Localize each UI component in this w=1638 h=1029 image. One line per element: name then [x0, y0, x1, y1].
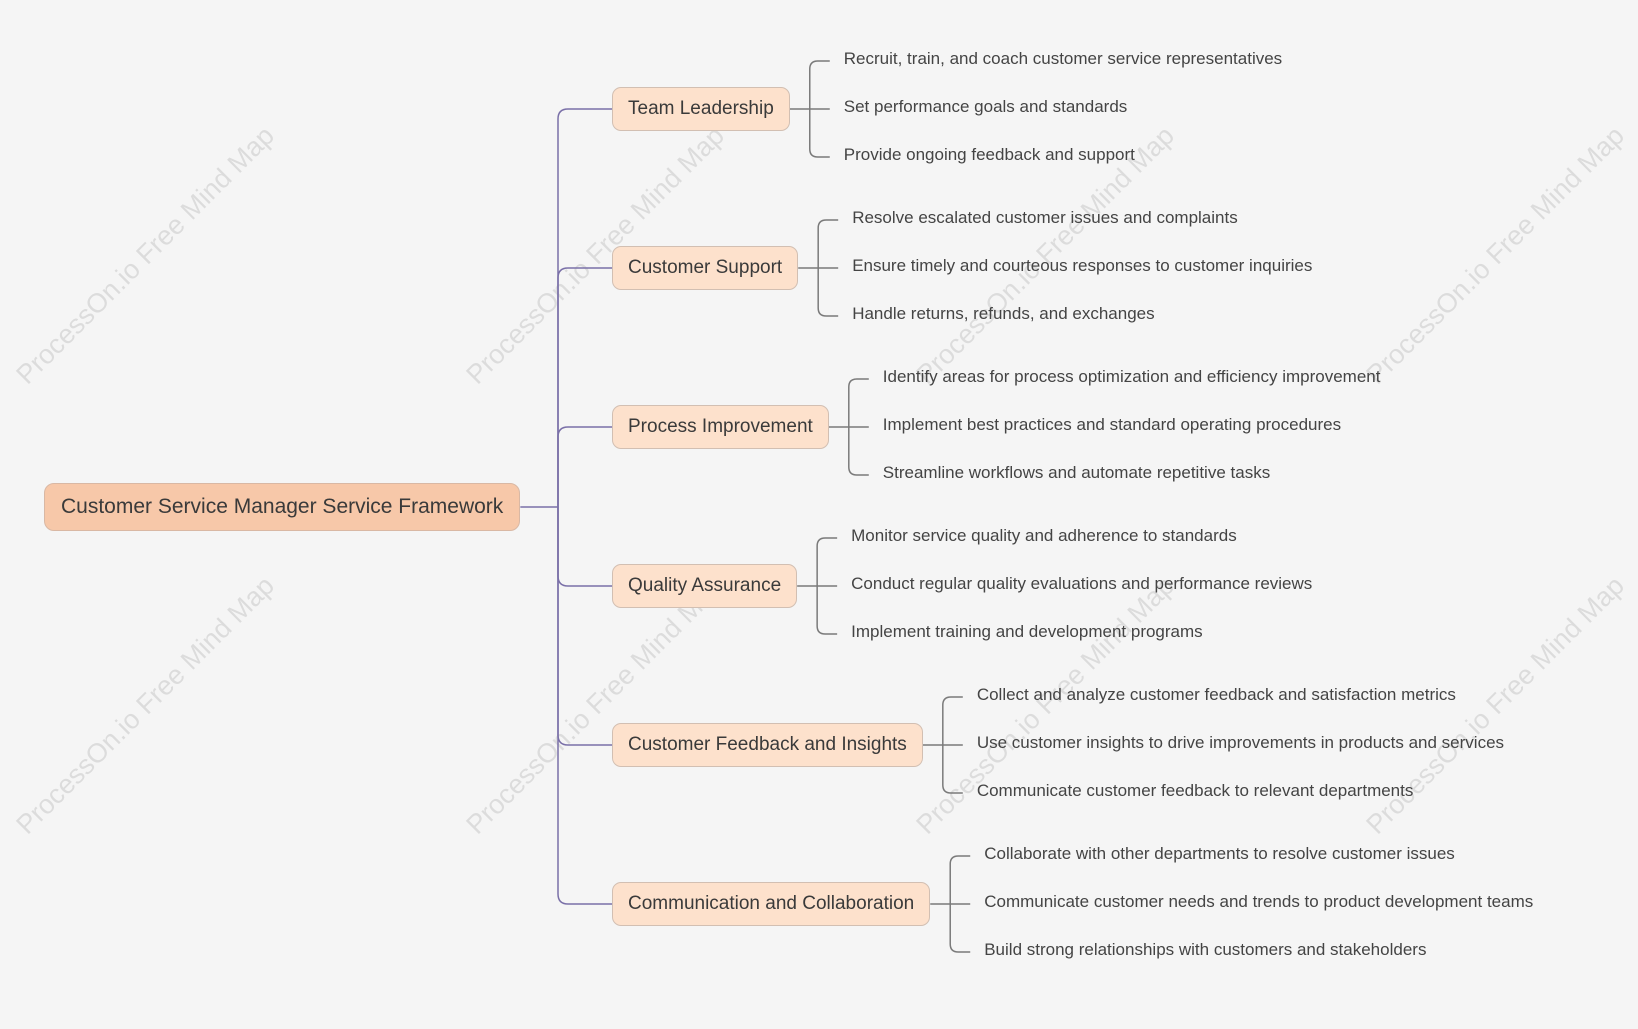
trunk-connector — [557, 507, 612, 587]
leaf-connector — [949, 904, 971, 953]
leaf-connector — [809, 60, 830, 109]
leaf-item[interactable]: Build strong relationships with customer… — [984, 940, 1427, 959]
leaf-item[interactable]: Conduct regular quality evaluations and … — [851, 574, 1313, 593]
leaf-connector — [816, 537, 838, 586]
leaf-item[interactable]: Communicate customer needs and trends to… — [984, 892, 1534, 911]
branch-node[interactable]: Team Leadership — [612, 87, 790, 131]
leaf-connector — [817, 268, 839, 317]
trunk-connector — [557, 426, 612, 507]
leaf-item[interactable]: Resolve escalated customer issues and co… — [852, 208, 1238, 227]
branch-node-label: Process Improvement — [628, 416, 813, 437]
leaf-item[interactable]: Use customer insights to drive improveme… — [976, 733, 1505, 752]
branch-node[interactable]: Process Improvement — [612, 405, 829, 449]
leaf-connector — [942, 745, 963, 794]
leaf-connector — [942, 696, 963, 745]
leaf-item[interactable]: Collaborate with other departments to re… — [984, 844, 1455, 863]
branch-node[interactable]: Customer Support — [612, 246, 799, 290]
leaf-item[interactable]: Provide ongoing feedback and support — [843, 145, 1135, 164]
leaf-connector — [816, 586, 838, 635]
root-node[interactable]: Customer Service Manager Service Framewo… — [44, 483, 521, 531]
trunk-connector — [557, 108, 612, 507]
branch-node-label: Customer Support — [628, 257, 783, 278]
branch-node[interactable]: Quality Assurance — [612, 564, 798, 608]
trunk-connector — [557, 507, 612, 746]
leaf-connector — [848, 378, 869, 427]
leaf-item[interactable]: Monitor service quality and adherence to… — [851, 526, 1237, 545]
root-node-label: Customer Service Manager Service Framewo… — [61, 495, 504, 518]
leaf-item[interactable]: Ensure timely and courteous responses to… — [852, 256, 1313, 275]
branch-node[interactable]: Communication and Collaboration — [612, 882, 931, 926]
leaf-item[interactable]: Identify areas for process optimization … — [882, 367, 1381, 386]
leaf-connector — [817, 219, 839, 268]
branch-node-label: Quality Assurance — [628, 575, 782, 596]
leaf-connector — [949, 855, 971, 904]
leaf-connector — [809, 109, 830, 158]
trunk-connector — [557, 267, 612, 507]
leaf-item[interactable]: Set performance goals and standards — [843, 97, 1128, 116]
leaf-item[interactable]: Recruit, train, and coach customer servi… — [843, 49, 1283, 68]
branch-node-label: Customer Feedback and Insights — [628, 734, 907, 755]
leaf-item[interactable]: Implement best practices and standard op… — [882, 415, 1342, 434]
leaf-item[interactable]: Handle returns, refunds, and exchanges — [852, 304, 1155, 323]
leaf-item[interactable]: Collect and analyze customer feedback an… — [976, 685, 1456, 704]
branch-node-label: Communication and Collaboration — [628, 893, 915, 914]
leaf-item[interactable]: Communicate customer feedback to relevan… — [976, 781, 1414, 800]
trunk-connector — [557, 507, 612, 905]
leaf-item[interactable]: Streamline workflows and automate repeti… — [882, 463, 1271, 482]
branch-node[interactable]: Customer Feedback and Insights — [612, 723, 923, 767]
leaf-connector — [848, 427, 869, 476]
leaf-item[interactable]: Implement training and development progr… — [851, 622, 1203, 641]
branch-node-label: Team Leadership — [628, 98, 774, 119]
